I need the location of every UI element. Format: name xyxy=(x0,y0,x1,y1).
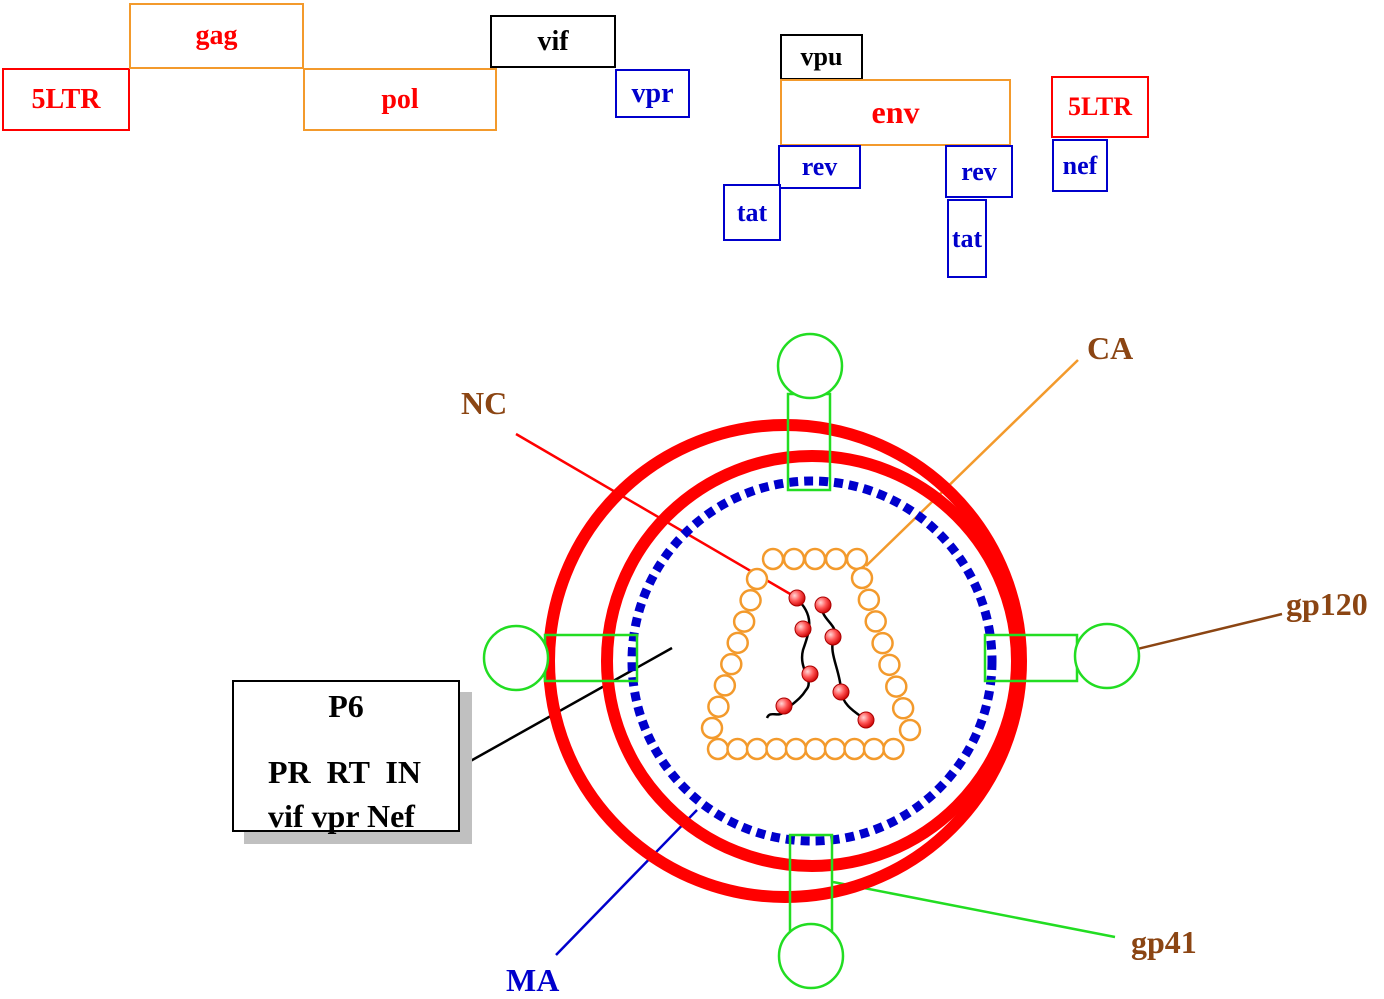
gp41-stem-top xyxy=(786,392,832,492)
gene-tat-2-label: tat xyxy=(951,223,983,253)
label-nc: NC xyxy=(461,385,508,421)
capsid-bead xyxy=(745,567,769,591)
capsid-bead xyxy=(803,547,827,571)
capsid-bead xyxy=(857,588,881,611)
capsid-bead xyxy=(898,718,922,742)
capsid-bead xyxy=(843,737,866,761)
gene-rev-2-label: rev xyxy=(961,156,997,186)
envelope-spikes xyxy=(482,332,1141,990)
nc-bead xyxy=(794,620,812,638)
gp120-knob-right xyxy=(1073,622,1141,690)
outer-envelope-ring xyxy=(543,419,1027,903)
inner-envelope-ring xyxy=(601,450,1023,872)
capsid-bead xyxy=(700,716,724,740)
gene-5ltr-right-label: 5LTR xyxy=(1067,92,1133,121)
capsid-bead xyxy=(804,737,827,761)
capsid-bead xyxy=(824,547,848,571)
capsid-bead xyxy=(713,674,737,697)
gp120-knob-top xyxy=(776,332,844,400)
capsid-bead xyxy=(882,737,905,761)
capsid-bead xyxy=(871,631,894,655)
capsid-bead xyxy=(864,610,887,633)
gene-tat-2: tat xyxy=(947,199,987,278)
p6-box: P6 PR RT IN vif vpr Nef xyxy=(232,680,460,834)
nc-bead xyxy=(775,697,793,715)
gene-nef-label: nef xyxy=(1062,150,1098,180)
gene-pol-label: pol xyxy=(381,83,419,115)
p6-title: P6 xyxy=(328,688,364,724)
gene-vif: vif xyxy=(490,15,616,68)
gp120-leader-line xyxy=(1124,612,1283,654)
gp41-stem-bottom xyxy=(788,833,834,935)
capsid-bead xyxy=(885,675,908,698)
nc-bead xyxy=(824,628,842,646)
gp41-stem-right xyxy=(983,633,1079,683)
capsid-bead xyxy=(765,737,788,761)
gene-rev-2: rev xyxy=(945,145,1013,198)
ma-leader-line xyxy=(555,809,698,956)
gene-rev-1: rev xyxy=(778,145,861,189)
p6-line-enzymes: PR RT IN xyxy=(268,754,421,790)
gene-pol: pol xyxy=(303,68,497,131)
nucleocapsid-proteins xyxy=(775,589,875,729)
gp41-leader-line xyxy=(832,880,1116,939)
capsid-bead xyxy=(706,737,730,761)
label-gp120: gp120 xyxy=(1286,586,1368,622)
capsid-bead xyxy=(745,737,769,761)
gene-env-label: env xyxy=(871,94,920,130)
gene-5ltr-left-label: 5LTR xyxy=(31,83,101,115)
capsid-bead xyxy=(761,547,785,571)
gene-tat-1: tat xyxy=(723,184,781,241)
gp120-knob-left xyxy=(482,624,550,692)
gene-gag-label: gag xyxy=(195,20,238,51)
nc-bead xyxy=(788,589,806,607)
capsid-bead xyxy=(850,566,874,590)
gene-vif-label: vif xyxy=(537,25,569,57)
gene-env: env xyxy=(780,79,1011,146)
gene-tat-1-label: tat xyxy=(736,197,768,227)
label-gp41: gp41 xyxy=(1131,924,1197,960)
p6-line-accessory: vif vpr Nef xyxy=(268,798,415,834)
capsid-bead xyxy=(878,653,901,677)
gene-5ltr-left: 5LTR xyxy=(2,68,130,131)
gene-5ltr-right: 5LTR xyxy=(1051,76,1149,138)
nc-bead xyxy=(801,665,819,683)
capsid-bead xyxy=(732,610,756,633)
gene-gag: gag xyxy=(129,3,304,69)
capsid-bead xyxy=(726,631,749,655)
rna-strand-2 xyxy=(820,604,867,722)
gene-nef: nef xyxy=(1052,139,1108,192)
matrix-ring xyxy=(627,476,997,846)
capsid-bead xyxy=(784,737,808,761)
capsid-cone xyxy=(700,547,922,761)
label-ma: MA xyxy=(506,962,560,998)
gene-rev-1-label: rev xyxy=(801,152,838,181)
gp120-knob-bottom xyxy=(777,922,845,990)
ca-leader-line xyxy=(865,359,1079,567)
capsid-bead xyxy=(739,589,762,612)
gene-vpr: vpr xyxy=(615,69,690,118)
gene-vpr-label: vpr xyxy=(631,77,674,109)
capsid-bead xyxy=(862,737,886,761)
capsid-bead xyxy=(707,695,730,718)
gene-vpu-label: vpu xyxy=(800,42,843,71)
capsid-bead xyxy=(726,737,749,761)
capsid-bead xyxy=(823,737,847,761)
nc-bead xyxy=(814,596,832,614)
nc-bead xyxy=(832,683,850,701)
label-ca: CA xyxy=(1087,330,1134,366)
capsid-bead xyxy=(891,697,915,720)
capsid-bead xyxy=(782,547,806,571)
nc-bead xyxy=(857,711,875,729)
capsid-bead xyxy=(845,547,869,571)
gene-vpu: vpu xyxy=(780,34,863,80)
capsid-bead xyxy=(720,652,743,676)
